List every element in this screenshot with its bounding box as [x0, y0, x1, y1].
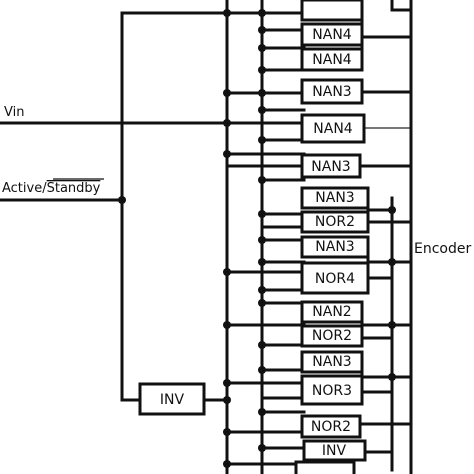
gate-nan4-1 [300, 0, 364, 22]
gate-label: NAN3 [315, 190, 354, 206]
gate-nor2-3: NOR2 [300, 414, 362, 439]
gate-label: NOR4 [315, 271, 355, 287]
inv-main-block: INV [138, 382, 206, 416]
gate-nan2: NAN2 [300, 300, 364, 324]
gate-label: NAN3 [312, 354, 351, 370]
standby-label: Standby [47, 181, 101, 196]
gate-label: NOR2 [311, 419, 351, 435]
active-label: Active/ [2, 181, 47, 196]
gate-nan3-4: NAN3 [300, 235, 370, 259]
gate-input-wiring [225, 28, 306, 466]
gate-label: NAN3 [312, 84, 351, 100]
gate-nor3: NOR3 [300, 374, 364, 406]
active-standby-label: Active/Standby [2, 181, 101, 196]
control-bus [120, 11, 142, 402]
gate-nan3-5: NAN3 [300, 350, 364, 374]
vin-label: Vin [4, 105, 24, 120]
gate-label: NAN4 [312, 27, 352, 43]
gate-output-wiring [358, 0, 414, 472]
gate-nan4-2: NAN4 [300, 22, 364, 47]
gate-nan3-2: NAN3 [300, 153, 362, 179]
gate-label: NAN4 [312, 52, 352, 68]
gate-bottom-partial [294, 460, 356, 474]
gate-nor2-2: NOR2 [300, 324, 364, 348]
encoder-label: Encoder [414, 241, 471, 257]
gate-label: NAN4 [313, 121, 353, 137]
gate-nan3-3: NAN3 [300, 186, 370, 210]
gate-label: NAN3 [315, 239, 354, 255]
gate-nor4: NOR4 [300, 261, 370, 295]
gate-label: NOR2 [315, 214, 355, 230]
gate-inv-small: INV [302, 439, 367, 462]
gate-label: INV [322, 443, 347, 459]
gate-label: NOR3 [312, 383, 352, 399]
encoder-block [409, 0, 474, 474]
gate-nor2-1: NOR2 [300, 210, 370, 234]
junction-dots [118, 9, 396, 468]
gate-nan4-4: NAN4 [300, 113, 366, 144]
gate-label: NOR2 [312, 328, 352, 344]
gate-nan4-3: NAN4 [300, 47, 364, 72]
gate-label: NAN3 [311, 159, 350, 175]
gate-nan3-1: NAN3 [300, 78, 364, 105]
inv-main-label: INV [160, 392, 185, 408]
gate-label: NAN2 [312, 304, 351, 320]
